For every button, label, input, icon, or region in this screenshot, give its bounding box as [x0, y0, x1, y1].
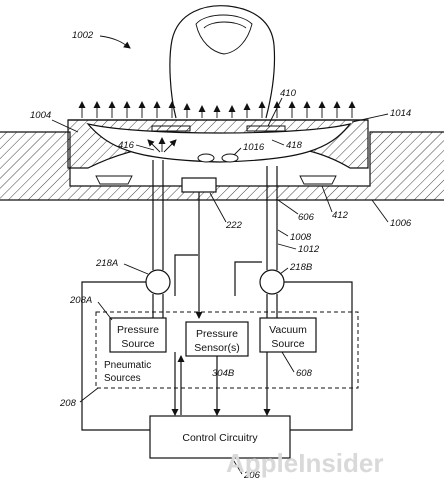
ref-206: 206: [243, 470, 261, 481]
ref-304B: 304B: [212, 368, 235, 379]
ref-1006: 1006: [390, 218, 412, 229]
pad-right: [246, 125, 286, 132]
ref-412: 412: [332, 210, 349, 221]
cover-plate: [67, 119, 369, 169]
pressure-source-line1: Pressure: [117, 324, 159, 336]
ref-418: 418: [286, 140, 303, 151]
pressure-sensor-line2: Sensor(s): [194, 342, 240, 354]
ref-208: 208: [59, 398, 77, 409]
ref-218B: 218B: [289, 262, 313, 273]
control-circuitry-label: Control Circuitry: [182, 432, 258, 444]
sensor-pad-left: [197, 153, 215, 163]
vacuum-source-line2: Source: [271, 338, 304, 350]
ref-1014: 1014: [390, 108, 411, 119]
watermark: AppleInsider: [226, 448, 383, 478]
pneumatic-sources-group: [95, 311, 359, 389]
substrate: [0, 131, 444, 201]
pneumatic-sources-line1: Pneumatic: [104, 360, 151, 371]
sensor-chip: [181, 177, 217, 193]
ref-1016: 1016: [243, 142, 265, 153]
ref-218A: 218A: [95, 258, 118, 269]
vacuum-source-line1: Vacuum: [269, 324, 307, 336]
finger-outline: [169, 5, 276, 119]
pad-left: [151, 125, 191, 132]
airflow-arrows: [78, 101, 356, 118]
control-circuitry-box: [149, 415, 291, 459]
pressure-source-box: [109, 317, 167, 353]
vacuum-source-box: [259, 317, 317, 353]
ref-416: 416: [118, 140, 135, 151]
pneumatic-sources-line2: Sources: [104, 373, 141, 384]
ref-1012: 1012: [298, 244, 320, 255]
ref-1004: 1004: [30, 110, 51, 121]
valve-a: [145, 269, 171, 295]
fingernail: [195, 14, 253, 55]
pressure-sensor-box: [185, 321, 249, 357]
ref-606: 606: [298, 212, 315, 223]
ref-208A: 208A: [69, 295, 92, 306]
ref-410: 410: [280, 88, 297, 99]
ref-608: 608: [296, 368, 313, 379]
ref-222: 222: [225, 220, 243, 231]
tubes: [152, 160, 278, 319]
pressure-source-line2: Source: [121, 338, 154, 350]
pressure-sensor-line1: Pressure: [196, 328, 238, 340]
sensor-pad-right: [221, 153, 239, 163]
ref-1008: 1008: [290, 232, 312, 243]
ref-1002: 1002: [72, 30, 94, 41]
